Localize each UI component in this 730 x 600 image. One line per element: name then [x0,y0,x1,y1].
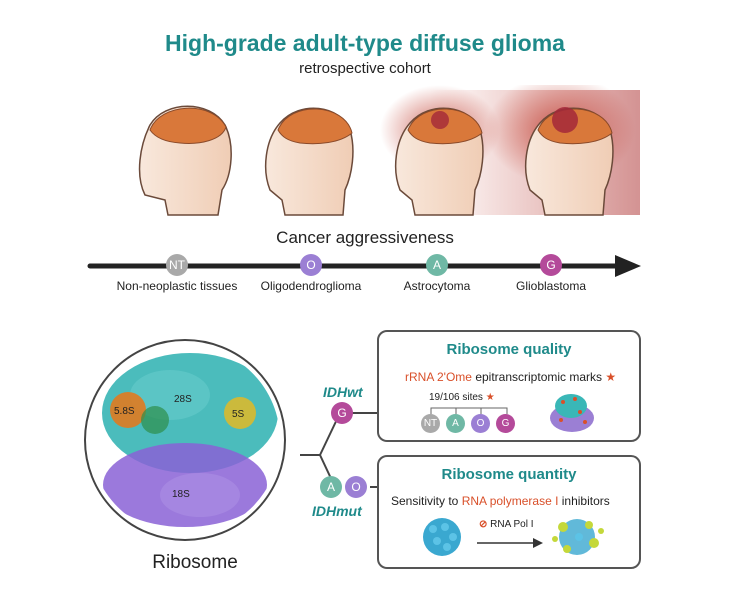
sensitivity-text: Sensitivity to RNA polymerase I inhibito… [391,494,610,508]
badge-nt: NT [166,254,188,276]
quality-badge-g-text: G [501,418,510,429]
treatment-arrow [477,538,543,548]
quality-badge-a: A [446,414,465,433]
branch-lines [300,412,378,488]
badge-a-text: A [432,258,441,272]
star-icon: ★ [605,370,617,384]
ribosome-quantity-panel: Ribosome quantity Sensitivity to RNA pol… [377,455,641,569]
head-astrocytoma [380,85,500,216]
idhmut-badge-a-text: A [326,480,335,494]
quality-badge-g: G [496,414,515,433]
sites-bracket [430,407,508,414]
marks-rest: epitranscriptomic marks [475,370,603,384]
idhmut-label: IDHmut [312,503,362,519]
sensitivity-post: inhibitors [561,494,610,508]
badge-g: G [540,254,562,276]
head-glioblastoma [485,85,635,216]
heads-illustration [138,85,640,216]
cell-cluster-icon [423,518,461,556]
inhibitor-text: RNA Pol I [490,519,534,530]
marks-text: rRNA 2'Ome epitranscriptomic marks ★ [405,370,616,384]
page-title: High-grade adult-type diffuse glioma [165,30,565,56]
ribosome-label: Ribosome [152,552,238,573]
treated-cells-icon [552,519,604,555]
idhmut-badge-o-text: O [351,480,361,494]
idhwt-label: IDHwt [323,384,363,400]
label-5s: 5S [232,409,245,420]
axis-label: Cancer aggressiveness [276,228,454,247]
badge-o: O [300,254,322,276]
quantity-panel-title: Ribosome quantity [441,466,577,483]
quality-badge-o-text: O [476,418,485,429]
sensitivity-pre: Sensitivity to [391,494,459,508]
label-28s: 28S [174,394,192,405]
head-oligodendroglioma [264,107,354,216]
idhwt-badge-g: G [331,402,353,424]
quality-badge-nt: NT [421,414,440,433]
idhwt-badge-g-text: G [337,406,347,420]
ribosome-illustration: 28S 5.8S 5S 18S [84,339,286,541]
inhibitor-label: ⊘ RNA Pol I [479,519,534,530]
label-18s: 18S [172,489,190,500]
idhmut-badge-o: O [345,476,367,498]
stage-label-g: Glioblastoma [515,279,587,293]
stage-label-o: Oligodendroglioma [260,279,362,293]
sensitivity-accent: RNA polymerase I [461,494,559,508]
badge-nt-text: NT [169,258,185,272]
marks-accent: rRNA 2'Ome [405,370,472,384]
quality-badge-a-text: A [452,418,459,429]
label-5-8s: 5.8S [114,406,135,417]
sites-value: 19/106 sites [429,392,483,403]
stage-label-nt: Non-neoplastic tissues [116,279,238,293]
prohibited-icon: ⊘ [479,519,488,530]
badge-g-text: G [546,258,556,272]
quality-badge-o: O [471,414,490,433]
stage-label-a: Astrocytoma [403,279,471,293]
sites-text: 19/106 sites ★ [429,392,495,403]
sites-star-icon: ★ [485,392,495,403]
quality-badge-nt-text: NT [423,418,438,429]
page-subtitle: retrospective cohort [299,60,431,77]
quality-panel-title: Ribosome quality [446,341,572,358]
idhmut-badge-a: A [320,476,342,498]
marked-ribosome-icon [550,394,594,432]
head-non-neoplastic [138,105,232,216]
badge-o-text: O [306,258,316,272]
ribosome-quality-panel: Ribosome quality rRNA 2'Ome epitranscrip… [377,330,641,442]
badge-a: A [426,254,448,276]
